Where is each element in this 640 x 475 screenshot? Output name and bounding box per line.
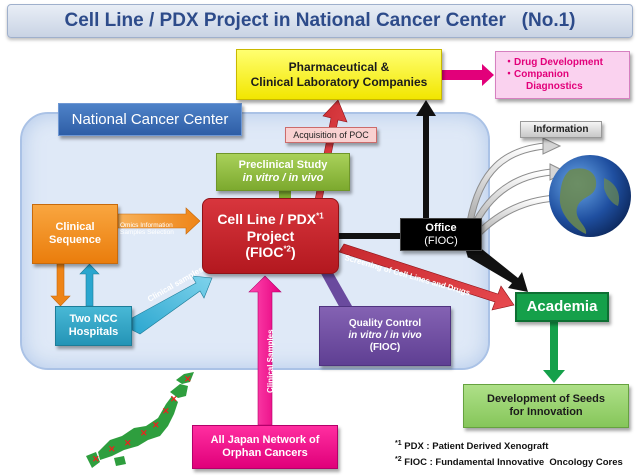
academia-text: Academia — [526, 298, 598, 316]
information-box: Information — [520, 121, 602, 138]
omics-line1: Omics Information — [120, 222, 173, 229]
poc-text: Acquisition of POC — [293, 129, 369, 140]
preclinical-line1: Preclinical Study — [238, 159, 328, 172]
two-ncc-hospitals-box: Two NCC Hospitals — [55, 306, 132, 346]
svg-text:✕: ✕ — [108, 444, 116, 454]
all-japan-network-box: All Japan Network of Orphan Cancers — [192, 425, 338, 469]
main-line3-end: ) — [291, 244, 296, 261]
drug-line1: ・Drug Development — [504, 57, 603, 69]
main-line1: Cell Line / PDX — [217, 211, 317, 228]
svg-text:✕: ✕ — [92, 454, 100, 464]
main-sup2: *2 — [283, 244, 291, 254]
svg-text:✕: ✕ — [170, 394, 178, 404]
arrow-office-pharma — [416, 100, 436, 218]
office-line2: (FIOC) — [424, 234, 458, 247]
svg-text:✕: ✕ — [124, 438, 132, 448]
svg-text:✕: ✕ — [140, 428, 148, 438]
arrow-hospitals-to-sequence — [79, 263, 100, 307]
connector-project-qc — [318, 264, 352, 310]
arrow-pharma-to-drug — [442, 64, 494, 86]
connector-project-preclinical — [279, 190, 291, 199]
svg-text:✕: ✕ — [152, 420, 160, 430]
quality-control-box: Quality Control in vitro / in vivo (FIOC… — [319, 306, 451, 366]
cell-line-pdx-project-box: Cell Line / PDX*1 Project (FIOC*2) — [202, 198, 339, 274]
pharma-line1: Pharmaceutical & — [288, 60, 390, 75]
office-line1: Office — [425, 221, 457, 234]
main-line3-wrap: (FIOC*2) — [245, 244, 295, 261]
footnote1-text: PDX : Patient Derived Xenograft — [401, 441, 549, 452]
omics-label: Omics Information Samples Selection — [120, 222, 174, 237]
twohosp-line2: Hospitals — [68, 326, 119, 338]
seeds-line2: for Innovation — [509, 406, 583, 418]
seeds-innovation-box: Development of Seeds for Innovation — [463, 384, 629, 428]
arrow-network-to-project — [248, 275, 282, 426]
pharma-line2: Clinical Laboratory Companies — [250, 74, 428, 89]
drug-line2: ・Companion — [504, 69, 569, 81]
footnote-pdx: *1 PDX : Patient Derived Xenograft — [395, 439, 549, 452]
arrow-hospitals-to-project — [131, 275, 213, 335]
drug-development-box: ・Drug Development ・Companion Diagnostics — [495, 51, 630, 99]
main-line2: Project — [246, 227, 295, 244]
page-title-text: Cell Line / PDX Project in National Canc… — [64, 10, 576, 31]
clinical-sequence-box: Clinical Sequence — [32, 204, 118, 264]
preclinical-line2: in vitro / in vivo — [242, 172, 324, 184]
ncc-text: National Cancer Center — [71, 110, 229, 128]
national-cancer-center-label: National Cancer Center — [58, 103, 242, 136]
qc-line1: Quality Control — [348, 318, 422, 330]
twohosp-line1: Two NCC — [69, 313, 118, 326]
arrow-office-information-1-head — [542, 137, 562, 155]
academia-box: Academia — [515, 292, 609, 322]
office-box: Office (FIOC) — [400, 218, 482, 251]
information-text: Information — [533, 123, 589, 135]
main-line1-wrap: Cell Line / PDX*1 — [217, 211, 323, 228]
main-line3: (FIOC — [245, 244, 284, 261]
qc-line2: in vitro / in vivo — [348, 330, 422, 342]
footnote2-text: FIOC : Fundamental Innovative Oncology C… — [401, 457, 623, 468]
acquisition-poc-label: Acquisition of POC — [285, 127, 377, 143]
allj-line1: All Japan Network of — [210, 434, 320, 447]
svg-text:✕: ✕ — [162, 406, 170, 416]
omics-line2: Samples Selection — [120, 229, 174, 237]
drug-line3: Diagnostics — [526, 80, 583, 92]
footnote-fioc: *2 FIOC : Fundamental Innovative Oncolog… — [395, 455, 623, 468]
japan-map-icon: ✕ ✕ ✕ ✕ ✕ ✕ ✕ ✕ — [86, 372, 194, 468]
pharma-companies-box: Pharmaceutical & Clinical Laboratory Com… — [236, 49, 442, 100]
footnote2-sup: *2 — [395, 455, 402, 463]
footnote1-sup: *1 — [395, 439, 402, 447]
svg-text:✕: ✕ — [184, 374, 192, 384]
arrow-office-academia — [468, 246, 528, 292]
allj-line2: Orphan Cancers — [222, 447, 308, 459]
clinseq-line2: Sequence — [49, 234, 101, 246]
arrow-academia-to-seeds — [543, 322, 565, 383]
page-title: Cell Line / PDX Project in National Canc… — [7, 4, 633, 38]
arrow-sequence-to-project — [117, 207, 201, 235]
clinseq-line1: Clinical — [55, 221, 95, 234]
seeds-line1: Development of Seeds — [487, 393, 605, 406]
connector-project-office — [339, 233, 401, 239]
clinical-samples-vertical-label: Clinical Samples — [266, 329, 275, 393]
qc-line3: (FIOC) — [369, 341, 401, 353]
arrow-sequence-to-hospitals — [50, 263, 71, 307]
globe-icon — [549, 155, 631, 237]
arrow-project-to-academia — [338, 243, 515, 311]
preclinical-study-box: Preclinical Study in vitro / in vivo — [216, 153, 350, 191]
arrow-office-information-1-inner — [467, 143, 546, 223]
main-sup1: *1 — [316, 211, 324, 221]
